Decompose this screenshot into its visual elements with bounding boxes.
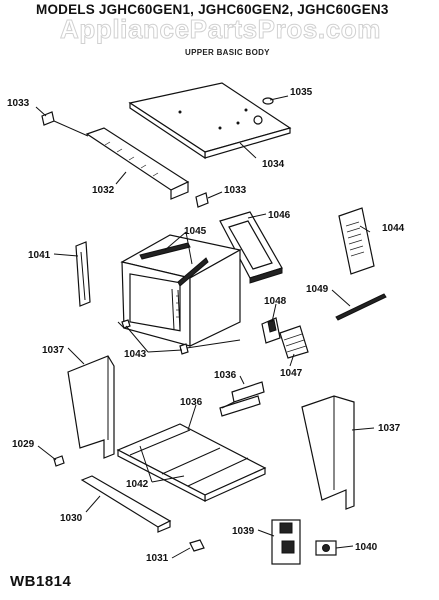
callout-1039: 1039 — [232, 526, 255, 537]
part-base-plate — [116, 423, 267, 502]
callout-1033-upper: 1033 — [7, 98, 30, 109]
part-bottom-rail — [80, 475, 172, 533]
part-side-panel-left — [67, 355, 115, 459]
callout-1037-left: 1037 — [42, 345, 65, 356]
part-vent-grille — [338, 207, 375, 275]
callout-1046: 1046 — [268, 210, 291, 221]
callout-1032: 1032 — [92, 185, 115, 196]
callout-1042: 1042 — [126, 479, 149, 490]
callout-1029: 1029 — [12, 439, 35, 450]
callout-1047: 1047 — [280, 368, 303, 379]
part-grommet — [262, 97, 274, 105]
part-thermal-switch — [315, 540, 337, 556]
callout-1043: 1043 — [124, 349, 147, 360]
callout-1030: 1030 — [60, 513, 83, 524]
callout-1034: 1034 — [262, 159, 285, 170]
watermark: AppliancePartsPros.com — [60, 14, 381, 45]
callout-1036-bracket: 1036 — [214, 370, 237, 381]
part-screw — [53, 455, 65, 467]
part-top-cover — [128, 82, 292, 160]
part-clip-left — [41, 111, 89, 137]
callout-1041: 1041 — [28, 250, 51, 261]
part-side-panel-right — [301, 395, 355, 510]
models-title: MODELS JGHC60GEN1, JGHC60GEN2, JGHC60GEN… — [36, 2, 389, 17]
callout-1040: 1040 — [355, 542, 378, 553]
callout-1031: 1031 — [146, 553, 169, 564]
callout-1044: 1044 — [382, 223, 405, 234]
callout-1037-right: 1037 — [378, 423, 401, 434]
callout-1035: 1035 — [290, 87, 313, 98]
callout-1036-base: 1036 — [180, 397, 203, 408]
part-oven-cavity — [117, 234, 242, 355]
part-foot — [189, 539, 205, 552]
diagram-code: WB1814 — [10, 573, 72, 590]
part-switch-assembly — [261, 317, 309, 359]
leader-lines — [35, 95, 375, 559]
diagram-header: AppliancePartsPros.com MODELS JGHC60GEN1… — [0, 0, 439, 57]
part-clip-right — [195, 192, 209, 208]
part-rod — [335, 293, 387, 321]
part-front-rail — [85, 127, 190, 200]
callout-1048: 1048 — [264, 296, 287, 307]
part-relay-module — [271, 519, 301, 565]
part-small-bracket — [219, 381, 265, 417]
callout-1049: 1049 — [306, 284, 329, 295]
part-door-frame — [219, 211, 283, 284]
part-side-bracket — [75, 241, 91, 307]
section-subtitle: UPPER BASIC BODY — [185, 48, 270, 57]
callout-1045: 1045 — [184, 226, 207, 237]
callout-1033-lower: 1033 — [224, 185, 247, 196]
